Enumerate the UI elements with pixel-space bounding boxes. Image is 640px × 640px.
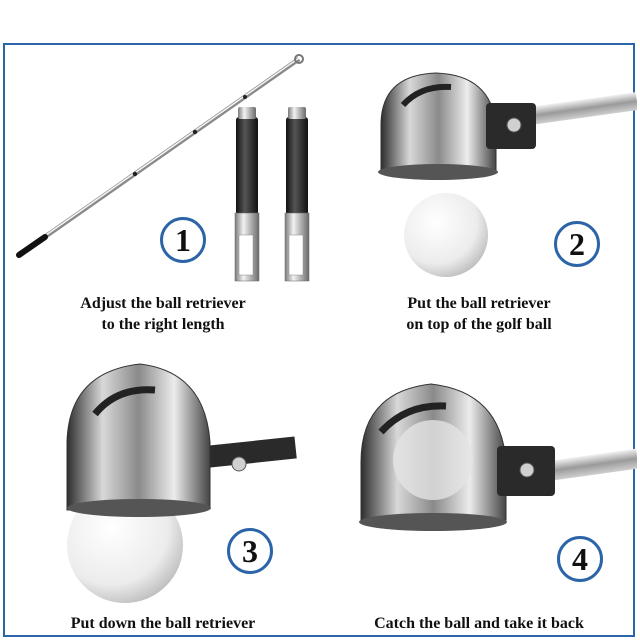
step-1-caption-line-1: Adjust the ball retriever	[80, 295, 246, 312]
step-4-caption-line-1: Catch the ball and take it back	[374, 615, 584, 632]
right-collar	[284, 107, 310, 282]
step-3-number-badge: 3	[227, 528, 273, 574]
step-2-caption: Put the ball retriever on top of the gol…	[321, 293, 637, 335]
golf-ball	[404, 193, 488, 277]
step-3-caption: Put down the ball retriever	[5, 613, 321, 634]
step-2-caption-line-1: Put the ball retriever	[407, 295, 551, 312]
captured-golf-ball	[393, 420, 473, 500]
step-2-number-badge: 2	[554, 221, 600, 267]
retriever-above-ball-illustration	[378, 72, 637, 277]
step-3-caption-line-1: Put down the ball retriever	[70, 615, 256, 632]
step-2-panel: 2 Put the ball retriever on top of the g…	[321, 45, 637, 342]
step-1-caption: Adjust the ball retriever to the right l…	[5, 293, 321, 335]
retriever-lifting-ball-illustration	[359, 383, 637, 531]
step-4-caption: Catch the ball and take it back	[321, 613, 637, 634]
step-3-panel: 3 Put down the ball retriever	[5, 342, 321, 639]
step-1-panel: 1 Adjust the ball retriever to the right…	[5, 45, 321, 342]
extended-retriever-illustration	[16, 54, 310, 282]
retriever-cup	[66, 363, 297, 517]
retriever-cup-with-ball	[359, 383, 637, 531]
step-1-number-badge: 1	[160, 217, 206, 263]
retriever-cup	[378, 72, 637, 180]
step-1-caption-line-2: to the right length	[101, 316, 225, 333]
step-2-caption-line-2: on top of the golf ball	[406, 316, 552, 333]
step-4-panel: 4 Catch the ball and take it back	[321, 342, 637, 639]
instruction-frame: 1 Adjust the ball retriever to the right…	[3, 43, 637, 639]
step-4-number-badge: 4	[557, 536, 603, 582]
left-collar	[234, 107, 260, 282]
retriever-on-ball-illustration	[66, 363, 297, 603]
